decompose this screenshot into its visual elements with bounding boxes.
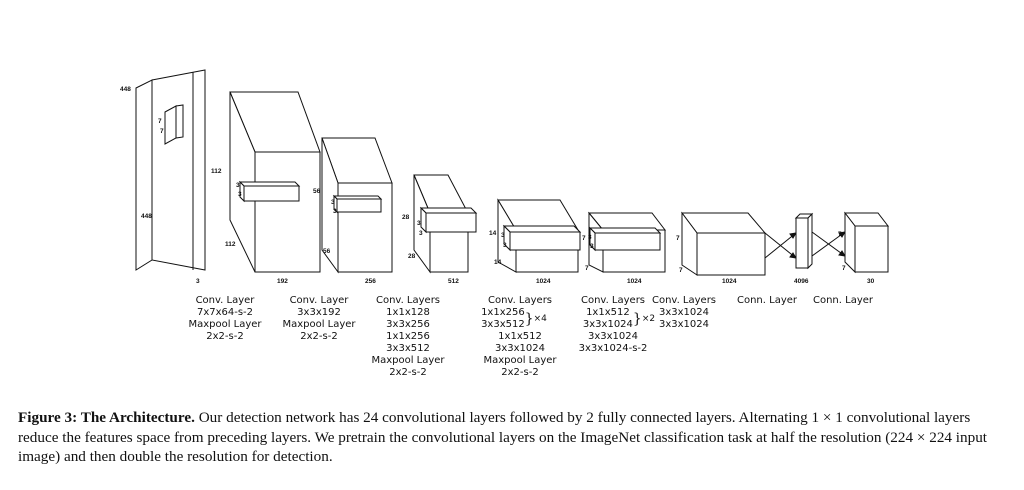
- layer-description-6: Conv. Layers 3x3x1024 3x3x1024: [634, 295, 734, 331]
- layer-spec: 7x7x64-s-2: [196, 307, 254, 318]
- layer-title: Conv. Layers: [580, 295, 646, 306]
- dim-label: 14: [489, 230, 497, 237]
- dim-label: 56: [323, 248, 331, 255]
- layer-spec: 1x1x512: [586, 307, 630, 318]
- dim-label: 1024: [722, 278, 737, 285]
- conv-block-3: [321, 137, 393, 274]
- output-layer-block: [843, 211, 890, 274]
- dim-label: 1024: [536, 278, 551, 285]
- layer-spec: 3x3x1024: [587, 331, 638, 342]
- conv-block-6: [587, 211, 667, 273]
- dim-label: 7: [679, 267, 683, 274]
- repeat-count: ×4: [533, 314, 547, 324]
- layer-spec: 2x2-s-2: [300, 331, 338, 342]
- dim-label: 3: [196, 278, 200, 285]
- architecture-diagram: 448 448 3 7 7 112 112 192 3 3 56 56 256 …: [120, 69, 890, 285]
- figure-caption: Figure 3: The Architecture. Our detectio…: [18, 408, 1006, 467]
- dim-label: 3: [236, 182, 240, 189]
- layer-spec: 3x3x192: [297, 307, 341, 318]
- dim-label: 512: [448, 278, 459, 285]
- dim-label: 3: [588, 234, 592, 241]
- dim-label: 3: [331, 199, 335, 206]
- dim-label: 7: [160, 128, 164, 135]
- layer-description-4: Conv. Layers 1x1x256 3x3x512 }×4 1x1x512…: [455, 295, 585, 379]
- dim-label: 7: [676, 235, 680, 242]
- layer-title: Conv. Layer: [195, 295, 255, 306]
- fc-layer-4096: [794, 212, 814, 270]
- layer-spec: 3x3x1024: [658, 307, 709, 318]
- layer-title: Conv. Layers: [375, 295, 441, 306]
- layer-spec: Maxpool Layer: [371, 355, 445, 366]
- layer-spec: 2x2-s-2: [206, 331, 244, 342]
- layer-spec: 3x3x1024: [494, 343, 545, 354]
- layer-description-2: Conv. Layer 3x3x192 Maxpool Layer 2x2-s-…: [264, 295, 374, 343]
- caption-label: Figure 3: The Architecture.: [18, 409, 195, 426]
- layer-spec: 3x3x256: [386, 319, 430, 330]
- dim-label: 1024: [627, 278, 642, 285]
- layer-spec: Maxpool Layer: [282, 319, 356, 330]
- layer-spec: 3x3x1024-s-2: [578, 343, 648, 354]
- dim-label: 30: [867, 278, 875, 285]
- layer-spec: Maxpool Layer: [483, 355, 557, 366]
- layer-description-3: Conv. Layers 1x1x128 3x3x256 1x1x256 3x3…: [352, 295, 464, 379]
- dim-label: 3: [590, 243, 594, 250]
- layer-description-7: Conn. Layer: [724, 295, 810, 307]
- layer-title: Conv. Layer: [289, 295, 349, 306]
- input-layer-block: [135, 69, 206, 271]
- layer-spec: 1x1x128: [386, 307, 430, 318]
- layer-description-5: Conv. Layers 1x1x512 3x3x1024 }×2 3x3x10…: [548, 295, 678, 355]
- layer-spec: 1x1x256: [481, 307, 525, 318]
- dim-label: 448: [141, 213, 152, 220]
- dim-label: 7: [842, 265, 846, 272]
- layer-title: Conv. Layers: [487, 295, 553, 306]
- conv-block-5: [497, 198, 582, 273]
- dim-label: 3: [417, 220, 421, 227]
- layer-spec: 2x2-s-2: [501, 367, 539, 378]
- dim-label: 112: [211, 168, 222, 175]
- layer-spec: Maxpool Layer: [188, 319, 262, 330]
- dim-label: 3: [501, 232, 505, 239]
- repeat-group: 1x1x512 3x3x1024 }×2: [582, 307, 656, 330]
- repeat-group: 1x1x256 3x3x512 }×4: [481, 307, 547, 330]
- layer-spec: 3x3x1024: [582, 319, 633, 330]
- dim-label: 3: [503, 242, 507, 249]
- dim-label: 7: [585, 265, 589, 272]
- conv-block-4: [413, 174, 478, 274]
- layer-spec: 3x3x512: [386, 343, 430, 354]
- layer-spec: 1x1x512: [498, 331, 542, 342]
- dim-label: 28: [402, 214, 410, 221]
- dim-label: 192: [277, 278, 288, 285]
- dim-label: 3: [333, 208, 337, 215]
- layer-title: Conn. Layer: [812, 295, 873, 306]
- repeat-count: ×2: [641, 314, 656, 324]
- dim-label: 28: [408, 253, 416, 260]
- fc-connection-arrows-2: [811, 231, 846, 257]
- layer-description-1: Conv. Layer 7x7x64-s-2 Maxpool Layer 2x2…: [170, 295, 280, 343]
- dim-label: 7: [838, 231, 842, 238]
- layer-title: Conv. Layers: [651, 295, 717, 306]
- dim-label: 112: [225, 241, 236, 248]
- layer-title: Conn. Layer: [736, 295, 797, 306]
- conv-block-2: [229, 91, 321, 273]
- layer-spec: 3x3x512: [481, 319, 525, 330]
- fc-connection-arrows-1: [764, 232, 797, 259]
- dim-label: 7: [158, 118, 162, 125]
- caption-text: Our detection network has 24 convolution…: [18, 409, 988, 465]
- layer-description-8: Conn. Layer: [800, 295, 886, 307]
- dim-label: 4096: [794, 278, 809, 285]
- dim-label: 3: [238, 191, 242, 198]
- dim-label: 448: [120, 86, 131, 93]
- dim-label: 3: [419, 230, 423, 237]
- dim-label: 56: [313, 188, 321, 195]
- layer-spec: 3x3x1024: [658, 319, 709, 330]
- dim-label: 256: [365, 278, 376, 285]
- conv-block-7: [681, 211, 767, 276]
- dim-label: 14: [494, 259, 502, 266]
- layer-spec: 2x2-s-2: [389, 367, 427, 378]
- layer-spec: 1x1x256: [386, 331, 430, 342]
- dim-label: 7: [582, 235, 586, 242]
